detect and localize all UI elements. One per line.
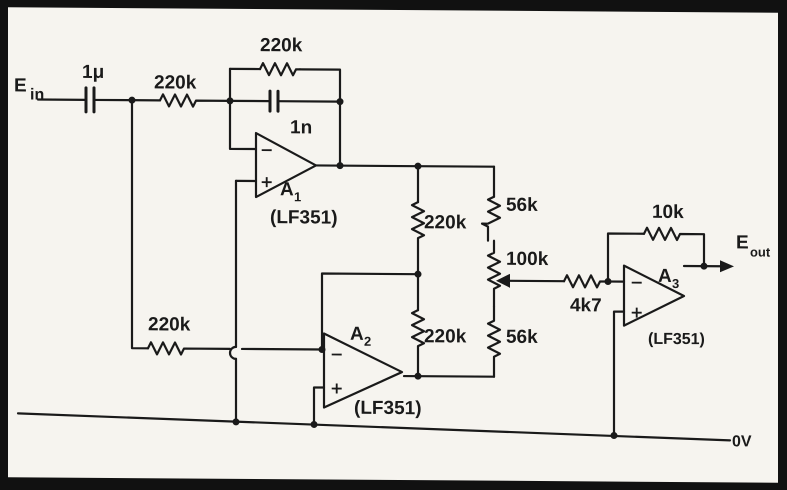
a2-ground-wire — [312, 386, 326, 425]
c-feedback-label: 1n — [290, 117, 312, 138]
r-56k-bottom-label: 56k — [506, 327, 538, 348]
junction-dots — [128, 96, 708, 440]
resistor-220k-a2-input — [146, 341, 232, 356]
a2-subscript: 2 — [364, 334, 371, 349]
opamp-a3 — [622, 264, 686, 327]
ein-subscript: in — [30, 86, 44, 103]
a2-inverting-wire — [240, 347, 326, 351]
resistor-56k-bottom — [486, 305, 502, 378]
a1-feedback-wires — [228, 67, 342, 167]
r-56k-top-label: 56k — [506, 195, 538, 216]
a2-part-label: (LF351) — [354, 398, 422, 419]
a3-minus-sign: − — [630, 273, 643, 292]
a2-feedback-wire — [320, 272, 420, 351]
a1-plus-sign: + — [260, 172, 273, 191]
pot-wiper-arrow — [496, 273, 510, 288]
a3-part-label: (LF351) — [648, 331, 705, 348]
capacitor-1u — [84, 86, 96, 114]
r-10k-label: 10k — [652, 202, 684, 223]
resistor-220k-feedback — [258, 61, 302, 77]
opamp-a2 — [322, 332, 404, 409]
a1-minus-sign: − — [260, 140, 273, 159]
eout-label: E — [736, 232, 749, 253]
resistor-220k-input — [158, 93, 232, 108]
a1-subscript: 1 — [294, 189, 301, 204]
r-divider-top-label: 220k — [424, 212, 467, 233]
a2-plus-sign: + — [330, 379, 343, 398]
a2-label: A — [350, 324, 364, 345]
a1-label: A — [280, 179, 294, 200]
resistor-10k — [642, 226, 706, 268]
a3-subscript: 3 — [672, 276, 679, 291]
pot-100k-label: 100k — [506, 249, 549, 270]
a2-minus-sign: − — [330, 345, 343, 364]
opamp-a1 — [254, 131, 318, 199]
a3-ground-wire — [612, 310, 626, 437]
circuit-schematic: − + − + − + — [14, 35, 771, 450]
schematic-page: − + − + − + — [8, 7, 778, 483]
input-wire — [36, 98, 162, 350]
r-divider-bottom-label: 220k — [424, 326, 467, 347]
resistor-220k-divider-top — [410, 201, 426, 276]
eout-subscript: out — [750, 244, 771, 259]
a3-feedback-wire-left — [606, 232, 646, 283]
r-4k7-label: 4k7 — [570, 295, 602, 316]
resistor-56k-top — [480, 195, 502, 242]
r-feedback-label: 220k — [260, 35, 303, 56]
r-a2-input-label: 220k — [148, 314, 191, 335]
output-arrow — [720, 260, 734, 273]
r-input-label: 220k — [154, 72, 197, 93]
resistor-220k-divider-bottom — [410, 309, 426, 378]
ein-label: E — [14, 75, 27, 96]
a1-part-label: (LF351) — [270, 207, 338, 228]
resistor-4k7 — [562, 274, 626, 289]
c-input-label: 1μ — [82, 62, 104, 83]
ground-label: 0V — [732, 433, 752, 450]
capacitor-1n — [268, 89, 280, 113]
a3-plus-sign: + — [630, 303, 643, 322]
a3-label: A — [658, 266, 672, 287]
wire-crossover-hop — [228, 345, 238, 361]
potentiometer-100k — [486, 239, 502, 308]
